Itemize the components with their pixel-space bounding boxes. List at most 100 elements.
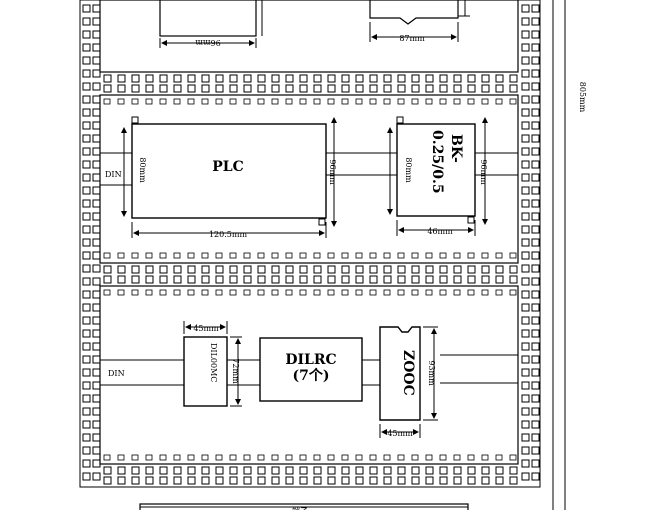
rail-hole <box>495 466 504 475</box>
rail-hole <box>439 454 447 461</box>
rail-hole <box>467 289 475 296</box>
rail-hole <box>103 74 112 83</box>
rail-hole <box>521 82 530 91</box>
rail-hole <box>173 275 182 284</box>
rail-hole <box>327 476 336 485</box>
rail-hole <box>521 342 530 351</box>
rail-hole <box>509 265 518 274</box>
rail-hole <box>103 289 111 296</box>
bk-transformer <box>396 123 476 217</box>
rail-hole <box>187 289 195 296</box>
rail-hole <box>92 472 101 481</box>
rail-hole <box>92 30 101 39</box>
rail-hole <box>82 264 91 273</box>
rail-hole <box>521 199 530 208</box>
rail-hole <box>131 84 140 93</box>
bottom-terminal-strip: 端子 <box>139 503 469 514</box>
rail-hole <box>453 84 462 93</box>
zooc-width-label: 45mm <box>387 429 413 438</box>
rail-hole <box>453 466 462 475</box>
rail-hole <box>257 275 266 284</box>
dil00mc-contactor <box>183 336 228 407</box>
rail-hole <box>117 265 126 274</box>
rail-hole <box>439 98 447 105</box>
rail-hole <box>92 368 101 377</box>
plc-width-label: 120.5mm <box>209 230 247 239</box>
rail-hole <box>531 160 540 169</box>
plc-module <box>131 123 327 219</box>
rail-hole <box>397 466 406 475</box>
bottom-terminal-label: 端子 <box>292 506 308 510</box>
rail-hole <box>82 147 91 156</box>
rail-hole <box>257 289 265 296</box>
cabinet-frame <box>79 0 566 510</box>
rail-hole <box>92 290 101 299</box>
rail-hole <box>215 466 224 475</box>
rail-hole <box>531 446 540 455</box>
rail-hole <box>521 56 530 65</box>
rail-hole <box>531 420 540 429</box>
rail-hole <box>103 466 112 475</box>
rail-hole <box>103 476 112 485</box>
rail-hole <box>299 265 308 274</box>
rail-hole <box>92 95 101 104</box>
rail-hole <box>243 275 252 284</box>
rail-hole <box>521 407 530 416</box>
rail-hole <box>229 289 237 296</box>
rail-hole <box>425 252 433 259</box>
rail-hole <box>521 4 530 13</box>
rail-hole <box>531 43 540 52</box>
rail-hole <box>92 303 101 312</box>
rail-hole <box>355 275 364 284</box>
rail-hole <box>453 289 461 296</box>
rail-hole <box>355 84 364 93</box>
rail-hole <box>201 84 210 93</box>
rail-hole <box>271 74 280 83</box>
rail-hole <box>327 454 335 461</box>
rail-hole <box>187 275 196 284</box>
dil00mc-label: DIL00MC <box>209 343 218 382</box>
rail-hole <box>383 454 391 461</box>
rail-hole <box>369 74 378 83</box>
rail-hole <box>92 160 101 169</box>
rail-hole <box>313 454 321 461</box>
rail-hole <box>229 265 238 274</box>
rail-hole <box>425 476 434 485</box>
rail-hole <box>92 82 101 91</box>
rail-hole <box>425 265 434 274</box>
rail-hole <box>117 275 126 284</box>
rail-hole <box>531 407 540 416</box>
rail-hole <box>509 275 518 284</box>
rail-hole <box>103 252 111 259</box>
rail-hole <box>355 454 363 461</box>
rail-hole <box>521 43 530 52</box>
rail-hole <box>243 466 252 475</box>
rail-hole <box>509 74 518 83</box>
rail-hole <box>82 173 91 182</box>
rail-hole <box>201 275 210 284</box>
top-section: 96mm 87mm <box>159 0 470 48</box>
rail-hole <box>467 454 475 461</box>
dil00mc-height-label: 72mm <box>231 358 240 384</box>
rail-hole <box>82 381 91 390</box>
rail-hole <box>341 466 350 475</box>
rail-hole <box>467 98 475 105</box>
rail-hole <box>92 264 101 273</box>
rail-hole <box>383 476 392 485</box>
rail-hole <box>531 329 540 338</box>
rail-hole <box>159 289 167 296</box>
rail-hole <box>531 277 540 286</box>
rail-hole <box>425 275 434 284</box>
rail-hole <box>145 289 153 296</box>
rail-hole <box>411 476 420 485</box>
rail-hole <box>531 17 540 26</box>
rail-hole <box>439 265 448 274</box>
rail-hole <box>229 454 237 461</box>
rail-hole <box>531 316 540 325</box>
rail-hole <box>521 420 530 429</box>
rail-hole <box>117 454 125 461</box>
rail-hole <box>201 252 209 259</box>
zooc-module <box>379 326 421 421</box>
bk-label-line2: 0.25/0.5 <box>429 130 445 194</box>
rail-hole <box>397 84 406 93</box>
